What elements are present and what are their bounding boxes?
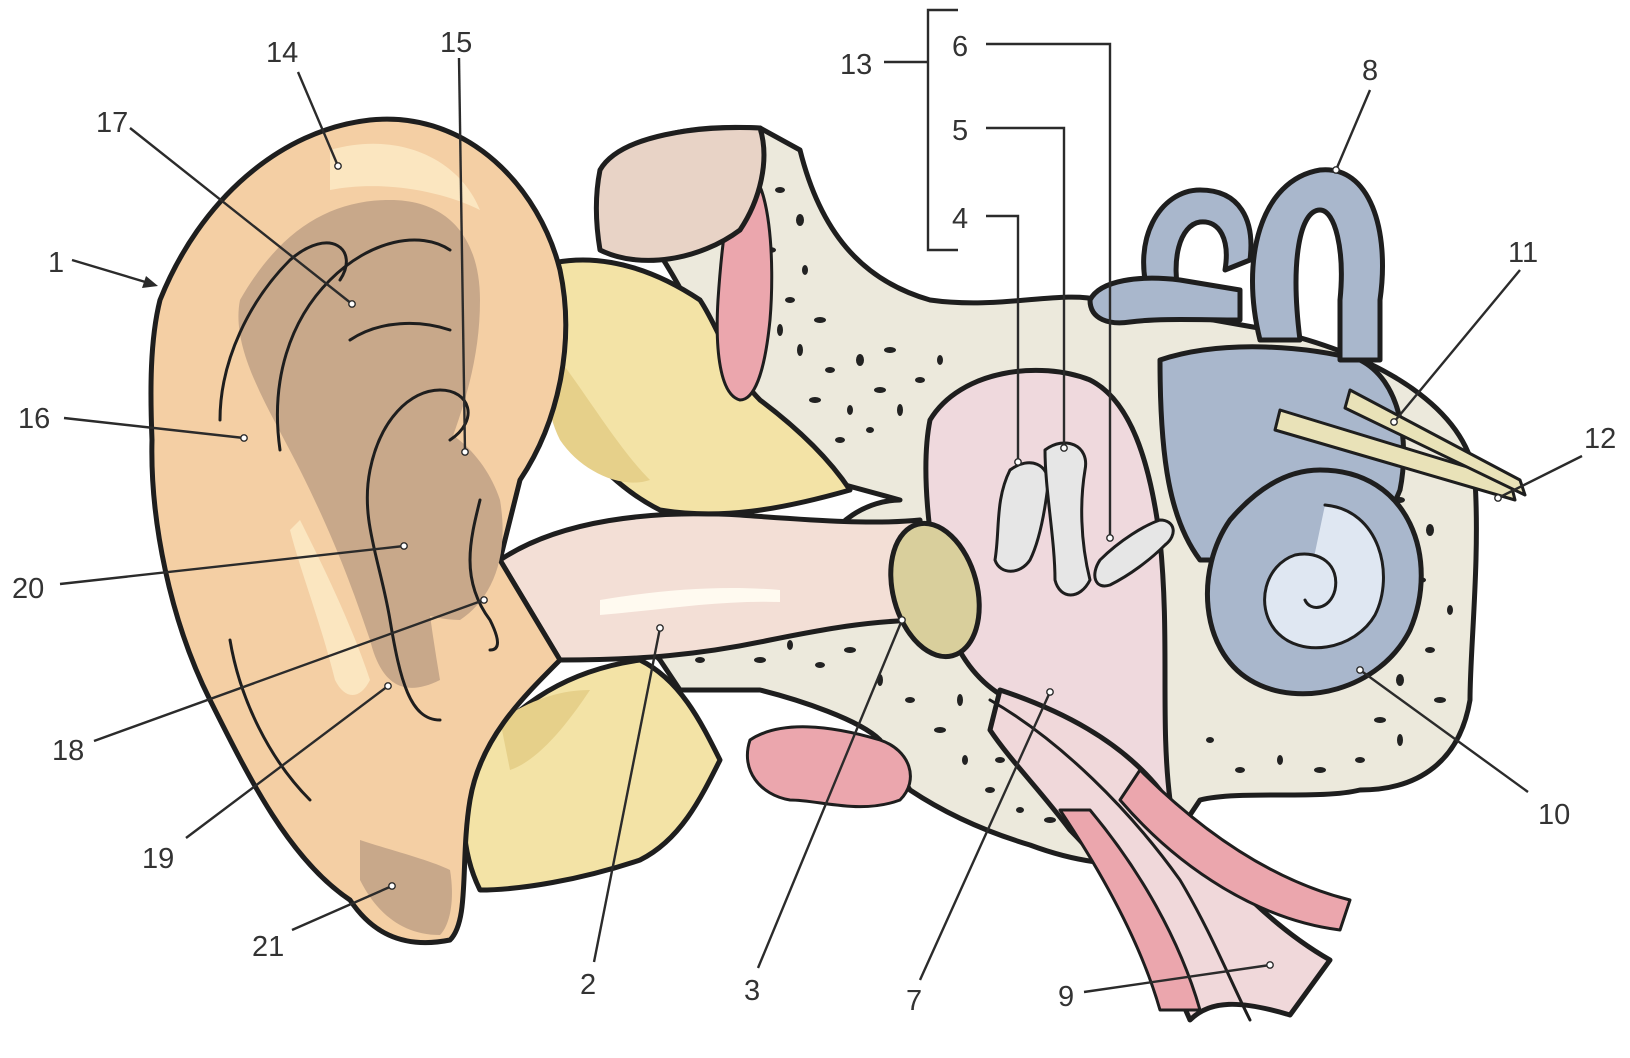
label-19: 19 — [142, 843, 174, 875]
label-9: 9 — [1058, 981, 1074, 1013]
label-16: 16 — [18, 403, 50, 435]
dot-15 — [462, 449, 468, 455]
dot-2 — [657, 625, 663, 631]
label-17: 17 — [96, 107, 128, 139]
leader-1-arrowhead — [142, 276, 158, 288]
label-15: 15 — [440, 27, 472, 59]
semicircular-canal-lateral — [1090, 278, 1240, 323]
dot-8 — [1333, 167, 1339, 173]
dot-10 — [1357, 667, 1363, 673]
dot-18 — [481, 597, 487, 603]
dot-4 — [1015, 459, 1021, 465]
dot-12 — [1495, 495, 1501, 501]
dot-6 — [1107, 535, 1113, 541]
dot-5 — [1061, 445, 1067, 451]
dot-14 — [335, 163, 341, 169]
label-4: 4 — [952, 203, 968, 235]
label-20: 20 — [12, 573, 44, 605]
label-11: 11 — [1508, 237, 1538, 269]
dot-7 — [1047, 689, 1053, 695]
anatomy-artwork — [151, 119, 1525, 1020]
label-7: 7 — [906, 985, 922, 1017]
dot-11 — [1391, 419, 1397, 425]
dot-21 — [389, 883, 395, 889]
label-5: 5 — [952, 115, 968, 147]
dot-17 — [349, 301, 355, 307]
label-18: 18 — [52, 735, 84, 767]
leader-11 — [1394, 270, 1520, 422]
label-12: 12 — [1584, 423, 1616, 455]
dot-3 — [899, 617, 905, 623]
dot-9 — [1267, 962, 1273, 968]
label-10: 10 — [1538, 799, 1570, 831]
semicircular-canal-posterior — [1253, 170, 1383, 360]
dot-16 — [241, 435, 247, 441]
label-6: 6 — [952, 31, 968, 63]
label-14: 14 — [266, 37, 298, 69]
label-2: 2 — [580, 969, 596, 1001]
label-13: 13 — [840, 49, 872, 81]
dot-19 — [385, 683, 391, 689]
label-8: 8 — [1362, 55, 1378, 87]
label-21: 21 — [252, 931, 284, 963]
leader-1 — [72, 260, 152, 284]
leader-8 — [1336, 90, 1370, 170]
dot-20 — [401, 543, 407, 549]
label-1: 1 — [48, 247, 64, 279]
label-3: 3 — [744, 975, 760, 1007]
